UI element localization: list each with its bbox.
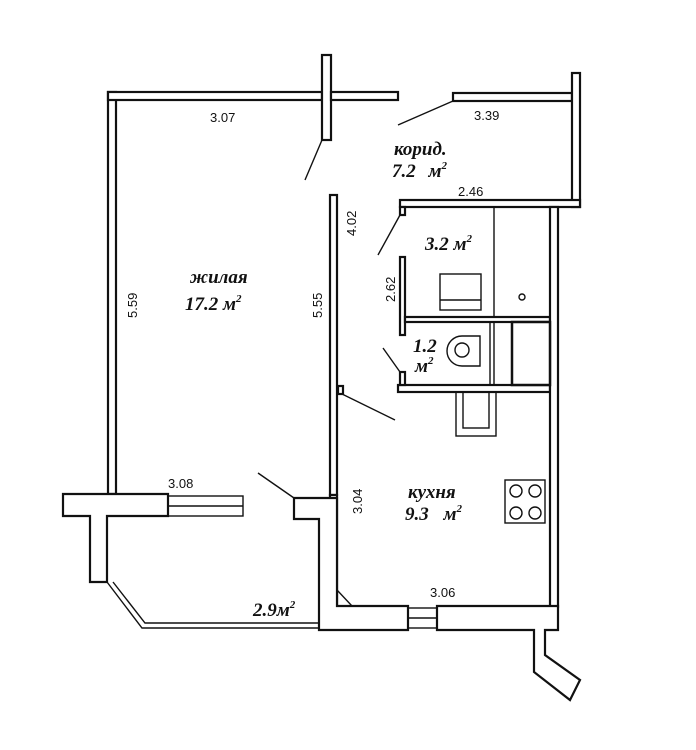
dim-living-bottom: 3.08 [168,476,193,491]
dim-kitchen-side: 3.04 [350,489,365,514]
unit-sup: 2 [235,293,242,305]
room-area: 17.2 [185,294,219,315]
dim-living-left: 5.59 [125,293,140,318]
windows [106,495,438,629]
unit-sup: 2 [427,355,434,367]
svg-text:7.2 м2: 7.2 м2 [392,160,448,182]
door-swings [257,100,454,499]
svg-text:2.9м2: 2.9м2 [252,599,296,621]
room-corridor-label: корид. 7.2 м2 [392,139,448,182]
walls [61,53,582,702]
unit: м [453,234,467,255]
dim-living-right: 5.55 [310,293,325,318]
unit: м [222,294,236,315]
dim-kitchen-bottom: 3.06 [430,585,455,600]
unit: м [428,161,442,182]
unit: м [414,356,428,377]
dim-corridor-bottom: 2.46 [458,184,483,199]
dim-living-top: 3.07 [210,110,235,125]
unit-sup: 2 [456,503,463,515]
room-name: кухня [408,482,456,503]
svg-text:м2: м2 [414,355,434,377]
room-bath-label: 3.2 м2 [424,233,473,255]
unit: м [443,504,457,525]
drain [518,293,526,301]
unit-sup: 2 [441,160,448,172]
unit-sup: 2 [289,599,296,611]
room-area: 9.3 [405,504,429,525]
room-name: корид. [394,139,447,160]
sink [439,273,482,311]
toilet [446,335,481,367]
svg-text:3.2 м2: 3.2 м2 [424,233,473,255]
dim-bath-side: 2.62 [383,277,398,302]
room-wc-label: 1.2 м2 [413,336,437,377]
dim-corridor-side: 4.02 [344,211,359,236]
stove [504,479,546,524]
bathtub [510,320,552,387]
room-area: 2.9 [252,600,277,621]
svg-text:9.3 м2: 9.3 м2 [405,503,463,525]
room-kitchen-label: кухня 9.3 м2 [405,482,463,525]
unit: м [276,600,290,621]
fixtures [439,207,552,524]
room-balcony-label: 2.9м2 [252,599,296,621]
kitchen-sink [455,391,497,437]
unit-sup: 2 [466,233,473,245]
room-name: жилая [189,267,248,288]
room-area: 1.2 [413,336,437,357]
svg-text:17.2 м2: 17.2 м2 [185,293,242,315]
room-area: 3.2 [424,234,449,255]
dim-corridor-top: 3.39 [474,108,499,123]
room-area: 7.2 [392,161,416,182]
room-living-label: жилая 17.2 м2 [185,267,248,315]
